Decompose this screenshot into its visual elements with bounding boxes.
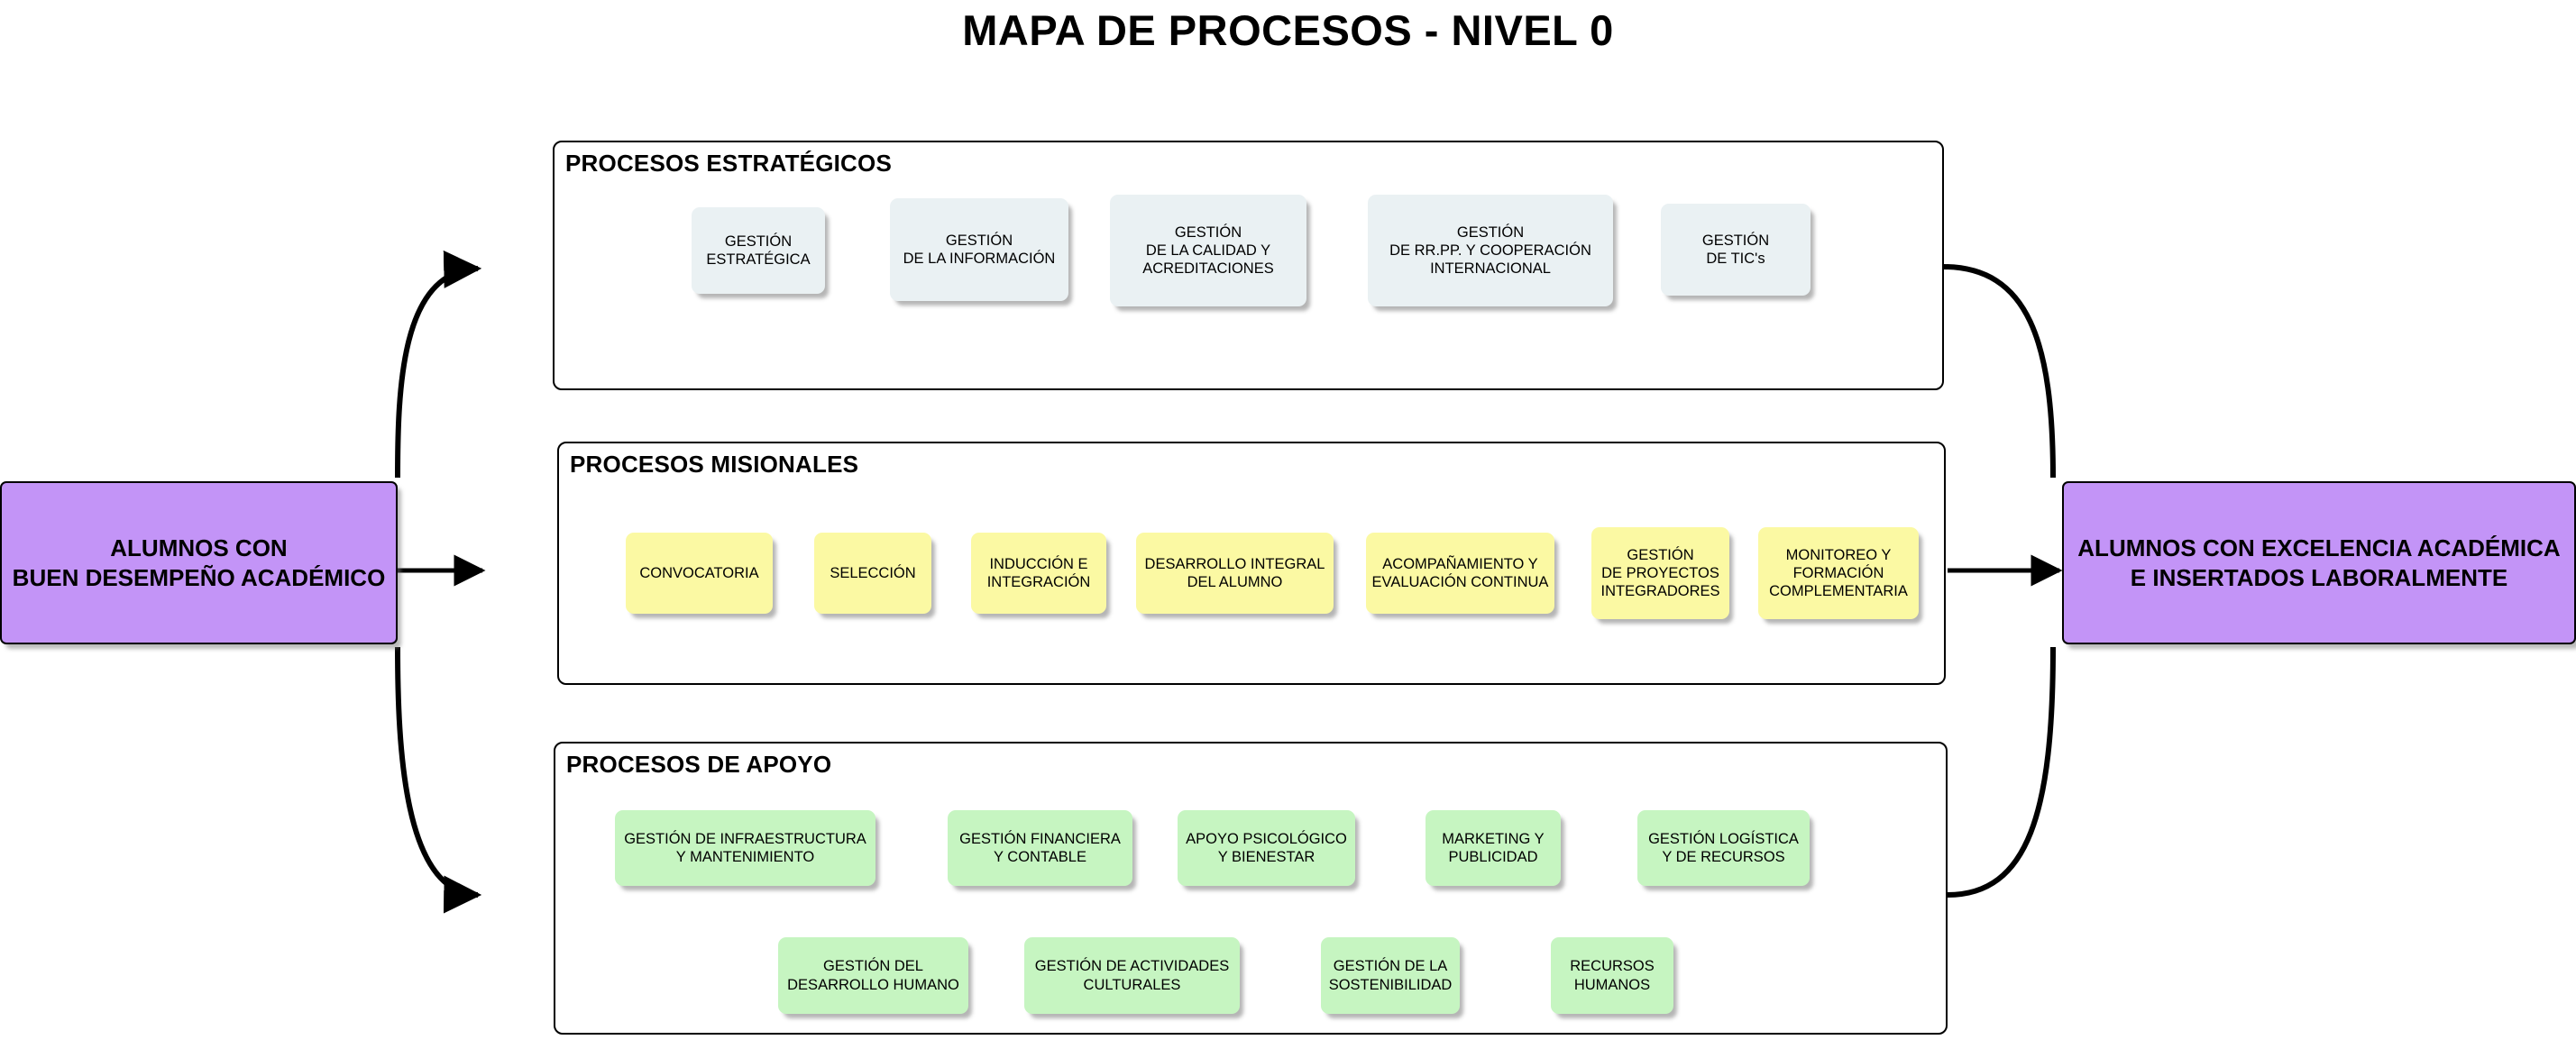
page-title: MAPA DE PROCESOS - NIVEL 0 bbox=[962, 6, 1614, 54]
section-procesos-estrategicos: PROCESOS ESTRATÉGICOS GESTIÓN ESTRATÉGIC… bbox=[553, 141, 1944, 390]
process-box-gestion-de-infraestructura-y-mantenimiento[interactable]: GESTIÓN DE INFRAESTRUCTURA Y MANTENIMIEN… bbox=[615, 810, 875, 886]
process-box-gestion-de-la-informacion[interactable]: GESTIÓN DE LA INFORMACIÓN bbox=[890, 198, 1068, 301]
process-box-monitoreo-y-formacion-complementaria[interactable]: MONITOREO Y FORMACIÓN COMPLEMENTARIA bbox=[1758, 527, 1919, 619]
process-box-gestion-de-la-calidad-y-acreditaciones[interactable]: GESTIÓN DE LA CALIDAD Y ACREDITACIONES bbox=[1110, 195, 1306, 306]
process-box-gestion-de-rrpp-y-cooperacion-internacional[interactable]: GESTIÓN DE RR.PP. Y COOPERACIÓN INTERNAC… bbox=[1368, 195, 1613, 306]
process-box-gestion-de-proyectos-integradores[interactable]: GESTIÓN DE PROYECTOS INTEGRADORES bbox=[1591, 527, 1729, 619]
process-box-acompanamiento-y-evaluacion-continua[interactable]: ACOMPAÑAMIENTO Y EVALUACIÓN CONTINUA bbox=[1366, 533, 1554, 614]
section-title-misionales: PROCESOS MISIONALES bbox=[570, 451, 859, 478]
arrow-input-to-strategic bbox=[395, 250, 482, 479]
process-box-marketing-y-publicidad[interactable]: MARKETING Y PUBLICIDAD bbox=[1426, 810, 1561, 886]
process-box-convocatoria[interactable]: CONVOCATORIA bbox=[626, 533, 773, 614]
process-box-gestion-logistica-y-de-recursos[interactable]: GESTIÓN LOGÍSTICA Y DE RECURSOS bbox=[1637, 810, 1810, 886]
input-box-alumnos-buen-desempeno[interactable]: ALUMNOS CON BUEN DESEMPEÑO ACADÉMICO bbox=[0, 481, 398, 644]
process-box-gestion-estrategica[interactable]: GESTIÓN ESTRATÉGICA bbox=[692, 207, 825, 294]
arrow-support-to-output bbox=[1947, 646, 2056, 898]
process-box-seleccion[interactable]: SELECCIÓN bbox=[814, 533, 931, 614]
process-box-induccion-e-integracion[interactable]: INDUCCIÓN E INTEGRACIÓN bbox=[971, 533, 1106, 614]
arrow-input-to-support bbox=[395, 646, 482, 914]
process-box-recursos-humanos[interactable]: RECURSOS HUMANOS bbox=[1551, 937, 1673, 1014]
process-box-gestion-de-la-sostenibilidad[interactable]: GESTIÓN DE LA SOSTENIBILIDAD bbox=[1321, 937, 1460, 1014]
process-box-gestion-financiera-y-contable[interactable]: GESTIÓN FINANCIERA Y CONTABLE bbox=[948, 810, 1132, 886]
process-box-apoyo-psicologico-y-bienestar[interactable]: APOYO PSICOLÓGICO Y BIENESTAR bbox=[1178, 810, 1355, 886]
arrow-strategic-to-output bbox=[1942, 264, 2056, 479]
process-box-desarrollo-integral-del-alumno[interactable]: DESARROLLO INTEGRAL DEL ALUMNO bbox=[1136, 533, 1334, 614]
output-box-alumnos-excelencia-academica[interactable]: ALUMNOS CON EXCELENCIA ACADÉMICA E INSER… bbox=[2062, 481, 2576, 644]
section-title-estrategicos: PROCESOS ESTRATÉGICOS bbox=[565, 150, 892, 177]
process-box-gestion-de-actividades-culturales[interactable]: GESTIÓN DE ACTIVIDADES CULTURALES bbox=[1024, 937, 1240, 1014]
process-box-gestion-de-tics[interactable]: GESTIÓN DE TIC's bbox=[1661, 204, 1811, 296]
process-box-gestion-del-desarrollo-humano[interactable]: GESTIÓN DEL DESARROLLO HUMANO bbox=[778, 937, 968, 1014]
section-procesos-de-apoyo: PROCESOS DE APOYO GESTIÓN DE INFRAESTRUC… bbox=[554, 742, 1948, 1035]
section-procesos-misionales: PROCESOS MISIONALES CONVOCATORIA SELECCI… bbox=[557, 442, 1946, 685]
section-title-apoyo: PROCESOS DE APOYO bbox=[566, 751, 832, 778]
